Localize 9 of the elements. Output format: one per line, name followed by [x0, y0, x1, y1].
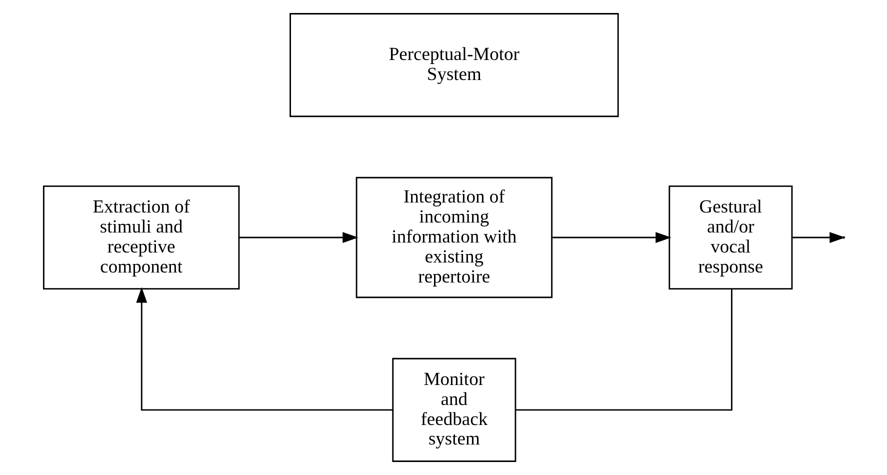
- node-box: Gestural and/or vocal response: [668, 185, 792, 290]
- arrow: [238, 232, 358, 243]
- arrow: [552, 232, 671, 243]
- arrow: [136, 287, 392, 411]
- node-box: Perceptual-Motor System: [289, 13, 618, 118]
- connector: [515, 289, 732, 411]
- node-box: Extraction of stimuli and receptive component: [42, 185, 240, 290]
- node-box: Integration of incoming information with existing repertoire: [355, 176, 552, 298]
- node-box: Monitor and feedback system: [392, 358, 516, 462]
